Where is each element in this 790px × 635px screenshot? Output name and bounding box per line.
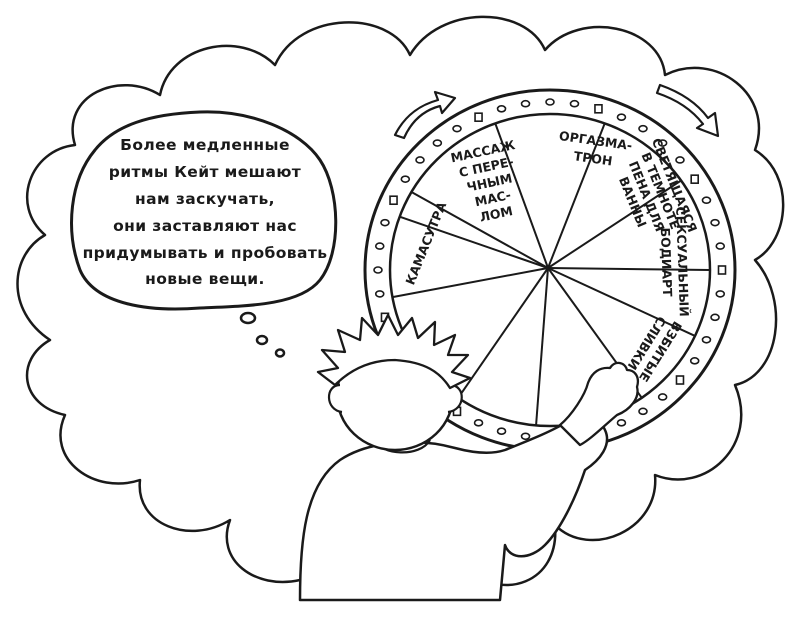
wedge-divider — [535, 267, 549, 426]
rim-hole — [690, 174, 699, 184]
rim-hole — [710, 313, 720, 322]
rim-hole — [496, 105, 507, 113]
rim-hole — [638, 407, 648, 416]
rim-hole — [400, 175, 411, 183]
rim-hole — [373, 266, 383, 274]
rim-hole — [473, 419, 484, 427]
wedge-divider — [547, 179, 682, 269]
wedge-orgasmatron-line-2: ТРОН — [573, 148, 613, 168]
rim-hole — [701, 196, 712, 205]
rim-hole — [415, 156, 425, 164]
rotation-arrow-right — [655, 83, 720, 138]
wedge-divider — [392, 267, 549, 299]
person-ear-left — [327, 383, 343, 414]
rim-hole — [374, 242, 385, 250]
rim-hole — [710, 218, 720, 227]
rim-hole — [638, 124, 648, 133]
bubble-line-1: Более медленные — [120, 136, 290, 154]
thought-dot-1 — [239, 311, 257, 325]
rim-hole — [545, 98, 555, 106]
rim-hole — [715, 242, 726, 250]
wedge-bodyart: СЕКСУАЛЬНЫЙ БОДИАРТ — [658, 206, 692, 317]
wedge-massage-line-4: МАС- — [473, 187, 512, 209]
thought-bubble: Более медленные ритмы Кейт мешают нам за… — [70, 110, 338, 358]
rim-hole — [374, 290, 385, 298]
thought-dot-2 — [255, 334, 269, 346]
curved-arrow-icon — [393, 83, 720, 140]
bubble-line-4: они заставляют нас — [113, 217, 297, 235]
person-hair — [316, 313, 472, 390]
bubble-line-5: придумывать и пробовать — [83, 244, 328, 262]
thought-bubble-text: Более медленные ритмы Кейт мешают нам за… — [83, 136, 328, 288]
wedge-divider — [547, 123, 606, 269]
rim-hole — [496, 427, 507, 435]
rim-hole — [474, 112, 483, 122]
rim-hole — [616, 419, 627, 427]
rim-hole — [569, 99, 580, 108]
rim-hole — [520, 99, 531, 108]
bubble-line-2: ритмы Кейт мешают — [109, 163, 301, 181]
rim-hole — [520, 432, 531, 441]
rim-hole — [689, 357, 700, 365]
rim-hole — [616, 113, 627, 121]
rim-hole — [675, 375, 685, 385]
wedge-bodyart-line-1: СЕКСУАЛЬНЫЙ — [673, 206, 692, 317]
rim-hole — [452, 124, 462, 133]
thought-dot-3 — [274, 348, 286, 358]
rim-hole — [389, 195, 398, 206]
wedge-divider — [547, 267, 696, 337]
wedge-divider — [494, 123, 549, 269]
wedge-massage-line-5: ЛОМ — [478, 203, 514, 225]
wedge-divider — [547, 267, 711, 271]
rim-hole — [701, 335, 712, 344]
rim-hole — [715, 290, 726, 298]
rim-hole — [717, 265, 727, 275]
rim-hole — [432, 139, 443, 147]
bubble-line-6: новые вещи. — [145, 270, 265, 288]
wedge-bodyart-line-2: БОДИАРТ — [658, 227, 675, 297]
rim-hole — [380, 218, 390, 227]
person-shirt — [298, 415, 609, 602]
thought-bubble-outline — [70, 110, 338, 311]
wedge-divider — [410, 191, 549, 269]
rim-hole — [594, 104, 603, 114]
person-figure — [298, 313, 639, 602]
wedge-divider — [457, 267, 549, 399]
rim-hole — [657, 139, 668, 147]
rotation-arrow-left — [393, 90, 457, 140]
wheel-wedge-dividers — [392, 123, 711, 426]
rim-hole — [657, 393, 668, 401]
bubble-line-3: нам заскучать, — [135, 190, 275, 208]
wedge-divider — [399, 215, 549, 269]
person-arm — [558, 361, 639, 447]
rim-hole — [675, 156, 685, 164]
